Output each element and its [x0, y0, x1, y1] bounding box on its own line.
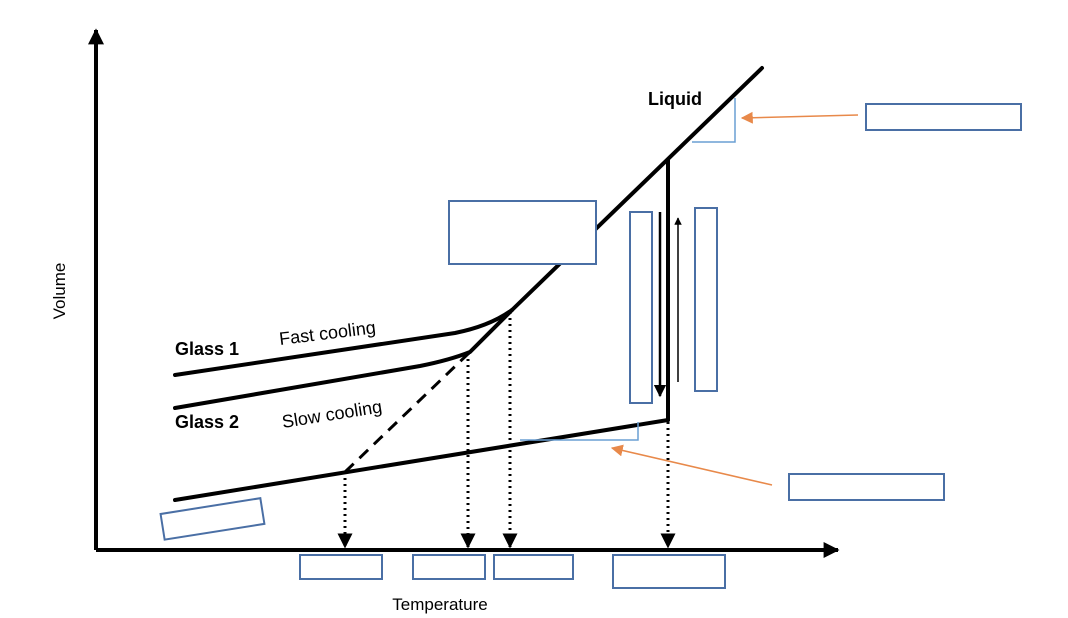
x-axis-label: Temperature — [392, 595, 487, 614]
slow-cooling-label: Slow cooling — [280, 396, 383, 432]
fast-cooling-label: Fast cooling — [278, 317, 377, 349]
liquid-slope-bracket — [692, 98, 736, 143]
liquid-line — [510, 66, 764, 312]
answer-box-vertical-right[interactable] — [694, 207, 718, 392]
answer-box-crystal-label[interactable] — [159, 497, 266, 541]
answer-box-temp-1[interactable] — [299, 554, 383, 580]
crystal-pointer-arrow — [610, 444, 773, 486]
supercooled-extrapolation — [343, 350, 472, 474]
glass1-label: Glass 1 — [175, 339, 239, 359]
answer-box-liquid-slope[interactable] — [865, 103, 1022, 131]
y-axis-label: Volume — [50, 263, 69, 320]
liquid-label: Liquid — [648, 89, 702, 109]
answer-box-glass-region[interactable] — [448, 200, 597, 265]
crystal-slope-bracket — [520, 422, 639, 441]
answer-box-crystal-slope[interactable] — [788, 473, 945, 501]
glass2-label: Glass 2 — [175, 412, 239, 432]
liquid-pointer-arrow — [740, 111, 859, 124]
answer-box-temp-3[interactable] — [493, 554, 574, 580]
answer-box-vertical-left[interactable] — [629, 211, 653, 404]
glass2-curve — [173, 308, 514, 410]
answer-box-temp-4[interactable] — [612, 554, 726, 589]
answer-box-temp-2[interactable] — [412, 554, 486, 580]
crystal-line — [173, 418, 670, 502]
